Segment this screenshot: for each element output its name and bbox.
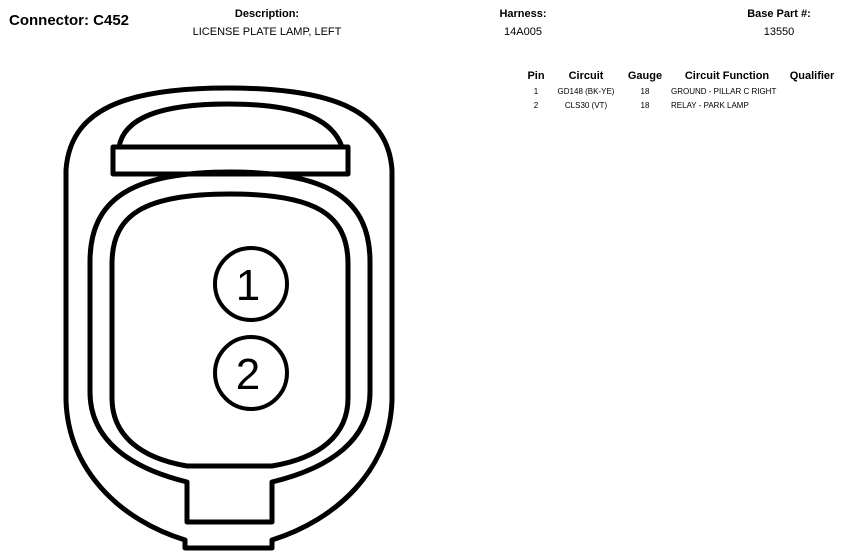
description-value: LICENSE PLATE LAMP, LEFT	[192, 26, 342, 38]
col-gauge-header: Gauge	[627, 70, 663, 82]
lock-tab	[116, 101, 345, 148]
col-pin-header: Pin	[527, 70, 545, 82]
base-part-value: 13550	[763, 26, 795, 38]
description-label: Description:	[234, 8, 300, 20]
pin-number: 1	[533, 86, 539, 96]
wire-gauge: 18	[640, 100, 650, 110]
circuit-function: RELAY - PARK LAMP	[671, 100, 749, 110]
inner-cavity	[109, 191, 351, 469]
keyway-slot	[184, 482, 275, 525]
pin-1-label: 1	[236, 261, 260, 310]
base-part-label: Base Part #:	[747, 8, 811, 20]
pin-2-label: 2	[236, 350, 260, 399]
col-function-header: Circuit Function	[684, 70, 770, 82]
table-row: 1 GD148 (BK-YE) 18 GROUND - PILLAR C RIG…	[522, 84, 838, 98]
seal-ring-outer	[87, 169, 373, 495]
pin-number: 2	[533, 100, 539, 110]
harness-label: Harness:	[499, 8, 547, 20]
pin-1-circle	[213, 246, 289, 322]
connector-title: Connector: C452	[9, 12, 130, 29]
description-block: Description: LICENSE PLATE LAMP, LEFT	[157, 7, 377, 39]
table-row: 2 CLS30 (VT) 18 RELAY - PARK LAMP	[522, 98, 838, 112]
circuit-function: GROUND - PILLAR C RIGHT	[671, 86, 777, 96]
harness-block: Harness: 14A005	[463, 7, 583, 39]
col-circuit-header: Circuit	[568, 70, 604, 82]
col-qualifier-header: Qualifier	[789, 70, 835, 82]
pin-table-header-row: Pin Circuit Gauge Circuit Function Quali…	[522, 68, 838, 84]
connector-housing-outline	[63, 85, 395, 551]
circuit-id: GD148 (BK-YE)	[557, 86, 615, 96]
circuit-id: CLS30 (VT)	[564, 100, 608, 110]
harness-value: 14A005	[504, 26, 542, 38]
pin-2-circle	[213, 335, 289, 411]
pin-table: Pin Circuit Gauge Circuit Function Quali…	[522, 68, 838, 112]
wire-gauge: 18	[640, 86, 650, 96]
base-part-block: Base Part #: 13550	[719, 7, 839, 39]
